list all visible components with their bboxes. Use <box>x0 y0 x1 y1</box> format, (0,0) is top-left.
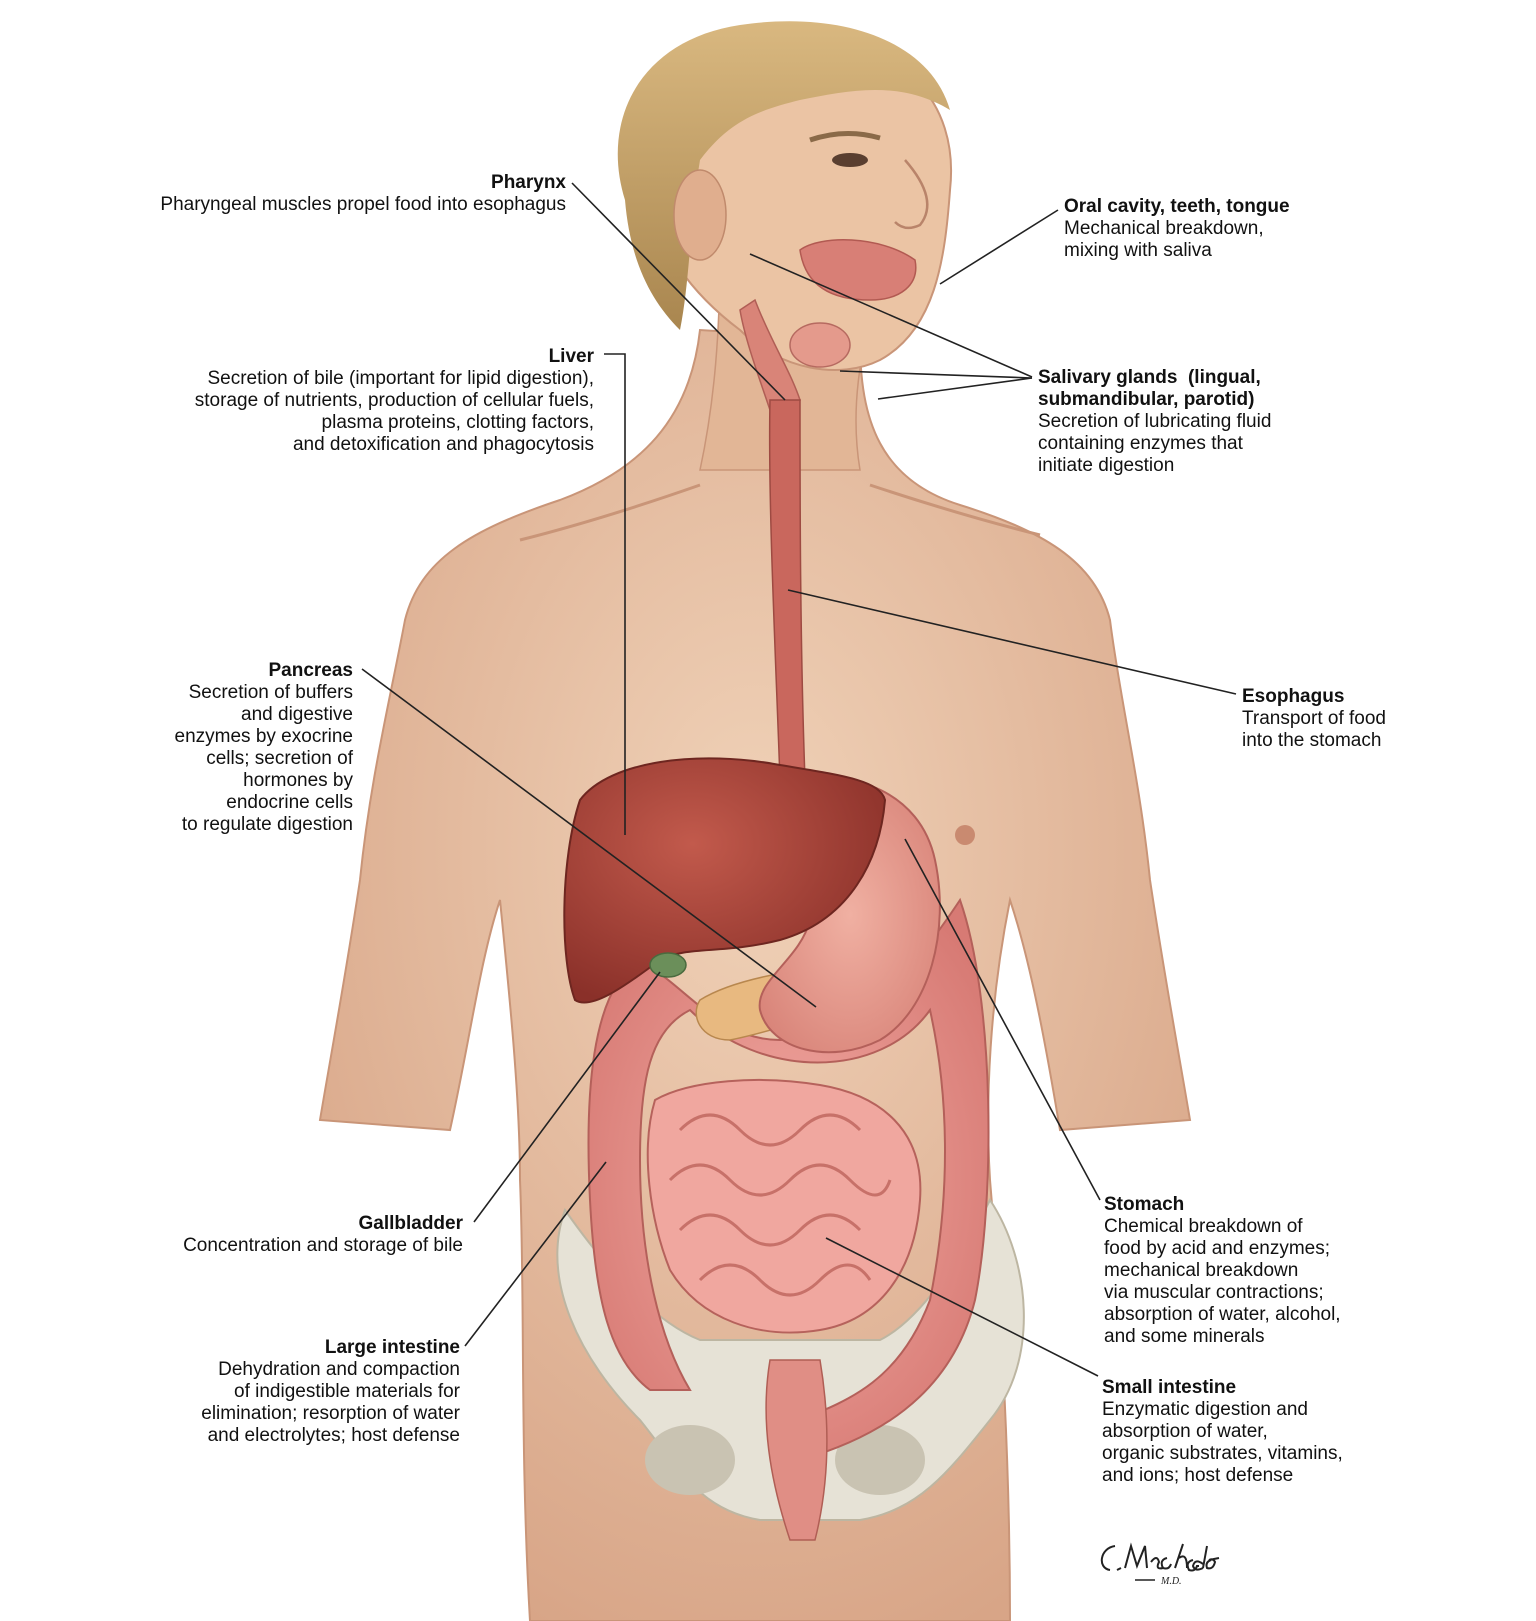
label-large-intestine: Large intestine Dehydration and compacti… <box>130 1337 460 1447</box>
salivary-leader-1 <box>749 253 1033 378</box>
small-intestine-loops <box>668 1113 892 1297</box>
pharynx-title: Pharynx <box>491 172 566 193</box>
liver-title: Liver <box>548 346 594 367</box>
gallbladder-shape <box>649 952 687 978</box>
esophagus-leader <box>787 589 1237 695</box>
clavicle-left <box>519 483 701 542</box>
ear <box>673 169 727 261</box>
nipple <box>955 825 975 845</box>
rectum-shape <box>765 1359 828 1541</box>
pancreas-desc: Secretion of buffers and digestive enzym… <box>174 682 353 835</box>
pharynx-desc: Pharyngeal muscles propel food into esop… <box>160 194 566 215</box>
salivary-leader-2 <box>839 370 1033 379</box>
large-intestine-title: Large intestine <box>324 1337 460 1358</box>
salivary-glands-desc: Secretion of lubricating fluid containin… <box>1038 411 1272 476</box>
oral-cavity <box>799 239 917 301</box>
large-intestine-leader <box>464 1161 607 1347</box>
pharynx-leader <box>571 182 786 401</box>
label-oral-cavity: Oral cavity, teeth, tongue Mechanical br… <box>1064 196 1290 262</box>
svg-text:M.D.: M.D. <box>1160 1576 1182 1587</box>
oral-cavity-title: Oral cavity, teeth, tongue <box>1064 196 1290 217</box>
eyebrow <box>809 130 881 143</box>
label-small-intestine: Small intestine Enzymatic digestion and … <box>1102 1377 1343 1487</box>
eye <box>832 153 868 167</box>
pancreas-leader <box>361 668 817 1008</box>
large-intestine-desc: Dehydration and compaction of indigestib… <box>201 1359 460 1446</box>
nose <box>894 159 929 230</box>
small-intestine-desc: Enzymatic digestion and absorption of wa… <box>1102 1399 1343 1486</box>
salivary-gland-shape <box>789 322 851 368</box>
esophagus-title: Esophagus <box>1242 686 1345 707</box>
leader-lines <box>361 182 1237 1377</box>
label-liver: Liver Secretion of bile (important for l… <box>130 346 594 456</box>
small-intestine-leader <box>825 1237 1099 1377</box>
stomach-title: Stomach <box>1104 1194 1185 1215</box>
label-stomach: Stomach Chemical breakdown of food by ac… <box>1104 1194 1341 1348</box>
pancreas-title: Pancreas <box>268 660 353 681</box>
stomach-desc: Chemical breakdown of food by acid and e… <box>1104 1216 1341 1347</box>
stomach-leader <box>904 838 1101 1201</box>
gallbladder-leader <box>473 971 661 1223</box>
artist-signature: M.D. <box>1100 1542 1220 1587</box>
hair <box>617 21 950 330</box>
label-salivary-glands: Salivary glands (lingual, submandibular,… <box>1038 367 1271 477</box>
label-gallbladder: Gallbladder Concentration and storage of… <box>130 1213 463 1257</box>
gallbladder-title: Gallbladder <box>358 1213 463 1234</box>
label-pharynx: Pharynx Pharyngeal muscles propel food i… <box>130 172 566 216</box>
oral-cavity-leader <box>939 209 1059 285</box>
pelvis-hole-right <box>835 1425 925 1495</box>
esophagus-desc: Transport of food into the stomach <box>1242 708 1386 751</box>
label-esophagus: Esophagus Transport of food into the sto… <box>1242 686 1386 752</box>
oral-cavity-desc: Mechanical breakdown, mixing with saliva <box>1064 218 1264 261</box>
liver-shape <box>563 757 887 1004</box>
colon-shape <box>587 897 990 1462</box>
salivary-glands-title: Salivary glands (lingual, submandibular,… <box>1038 367 1261 410</box>
small-intestine-title: Small intestine <box>1102 1377 1237 1398</box>
liver-leader <box>604 353 626 835</box>
clavicle-right <box>869 483 1041 537</box>
salivary-leader-3 <box>877 377 1033 400</box>
liver-desc: Secretion of bile (important for lipid d… <box>194 368 594 455</box>
gallbladder-desc: Concentration and storage of bile <box>183 1235 463 1256</box>
label-pancreas: Pancreas Secretion of buffers and digest… <box>130 660 353 836</box>
pelvis-hole-left <box>645 1425 735 1495</box>
